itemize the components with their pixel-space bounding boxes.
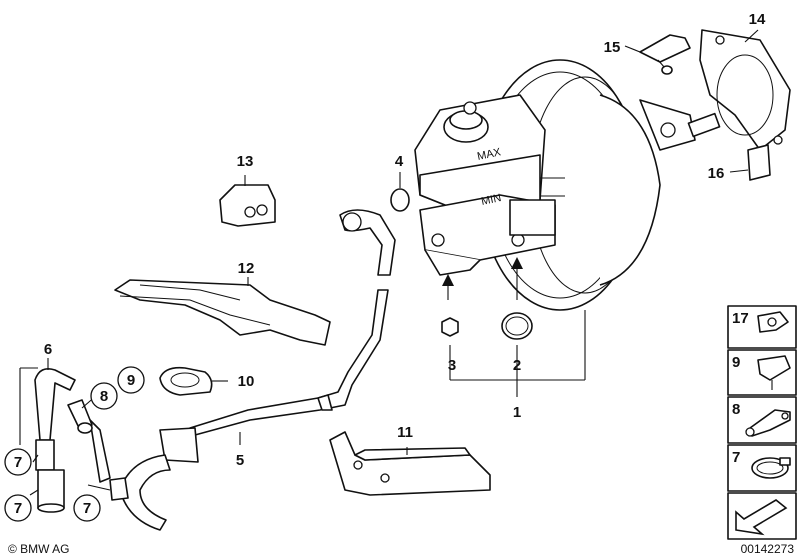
sidebar-item-7: 7 [732,449,740,466]
leader-lines [19,29,759,496]
callout-7b: 7 [14,500,22,517]
callout-16: 16 [708,165,725,182]
callout-12: 12 [238,260,255,277]
min-marking: MIN [480,192,502,208]
callout-7c: 7 [83,500,91,517]
callout-circle-7b [4,494,32,522]
max-marking: MAX [476,146,502,163]
fastener-icon [757,355,791,381]
sidebar-item-17: 17 [732,310,749,327]
master-cylinder: MAX MIN [414,94,565,276]
vacuum-hose [89,209,396,531]
callout-3: 3 [448,357,456,374]
callout-14: 14 [749,11,766,28]
gasket [699,29,791,151]
callout-circle-8 [90,382,118,410]
callout-circle-7a [4,448,32,476]
pointer-arrows [442,257,523,300]
callout-10: 10 [238,373,255,390]
small-pipe [67,399,93,434]
diagram-id: 00142273 [741,542,795,556]
copyright-text: © BMW AG [8,542,70,556]
callout-bracket-1 [449,310,586,397]
bracket-block [219,184,276,227]
sidebar-item-8: 8 [732,401,740,418]
callout-11: 11 [397,424,413,441]
callout-8: 8 [100,388,108,405]
nut [441,317,459,337]
clevis-pin [639,34,691,75]
hose-grommet [159,366,213,396]
mounting-plate [329,431,491,496]
callout-6: 6 [44,341,52,358]
sidebar-item-9: 9 [732,354,740,371]
sidebar-legend: 17 9 8 7 [727,305,797,540]
callout-1: 1 [513,404,521,421]
grommet [390,188,410,212]
band-clamp-icon [751,457,789,479]
callout-7a: 7 [14,454,22,471]
heat-shield [114,279,331,346]
callout-9: 9 [127,372,135,389]
direction-arrow-icon [735,499,788,536]
callout-2: 2 [513,357,521,374]
callout-5: 5 [236,452,244,469]
callout-circle-9 [117,366,145,394]
spring-clip [747,144,771,181]
callout-4: 4 [395,153,404,170]
bent-pipe [34,367,76,513]
callout-circle-7c [73,494,101,522]
callout-13: 13 [237,153,254,170]
callout-15: 15 [604,39,621,56]
